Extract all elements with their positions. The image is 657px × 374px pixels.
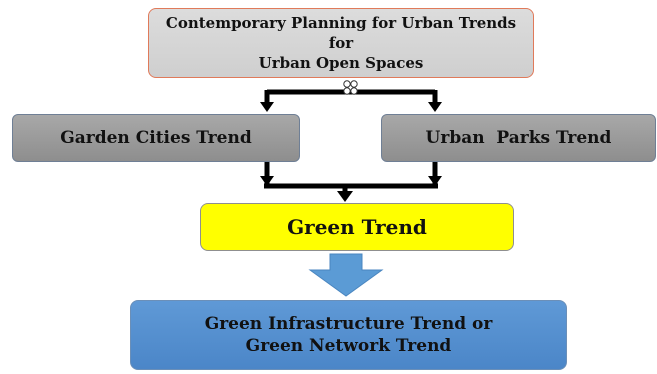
garden-cities-trend-box: Garden Cities Trend — [12, 114, 300, 162]
urban-parks-trend-box: Urban Parks Trend — [381, 114, 656, 162]
arrow-head-left-down — [260, 102, 274, 112]
green-trend-label: Green Trend — [287, 215, 427, 239]
urban-parks-trend-label: Urban Parks Trend — [425, 128, 612, 148]
garden-cities-trend-label: Garden Cities Trend — [60, 128, 252, 148]
green-infrastructure-trend-label: Green Infrastructure Trend or Green Netw… — [204, 314, 493, 356]
green-infrastructure-trend-box: Green Infrastructure Trend or Green Netw… — [130, 300, 567, 370]
arrow-head-right-merge — [428, 176, 442, 186]
merge-connector — [264, 162, 438, 192]
arrow-head-right-down — [428, 102, 442, 112]
green-trend-box: Green Trend — [200, 203, 514, 251]
arrow-head-center-down — [337, 191, 353, 202]
arrow-head-left-merge — [260, 176, 274, 186]
junction-connector-icon — [343, 80, 358, 95]
top-box-contemporary-planning: Contemporary Planning for Urban Trends f… — [148, 8, 534, 78]
top-box-label: Contemporary Planning for Urban Trends f… — [165, 14, 517, 72]
big-down-arrow — [308, 253, 384, 297]
